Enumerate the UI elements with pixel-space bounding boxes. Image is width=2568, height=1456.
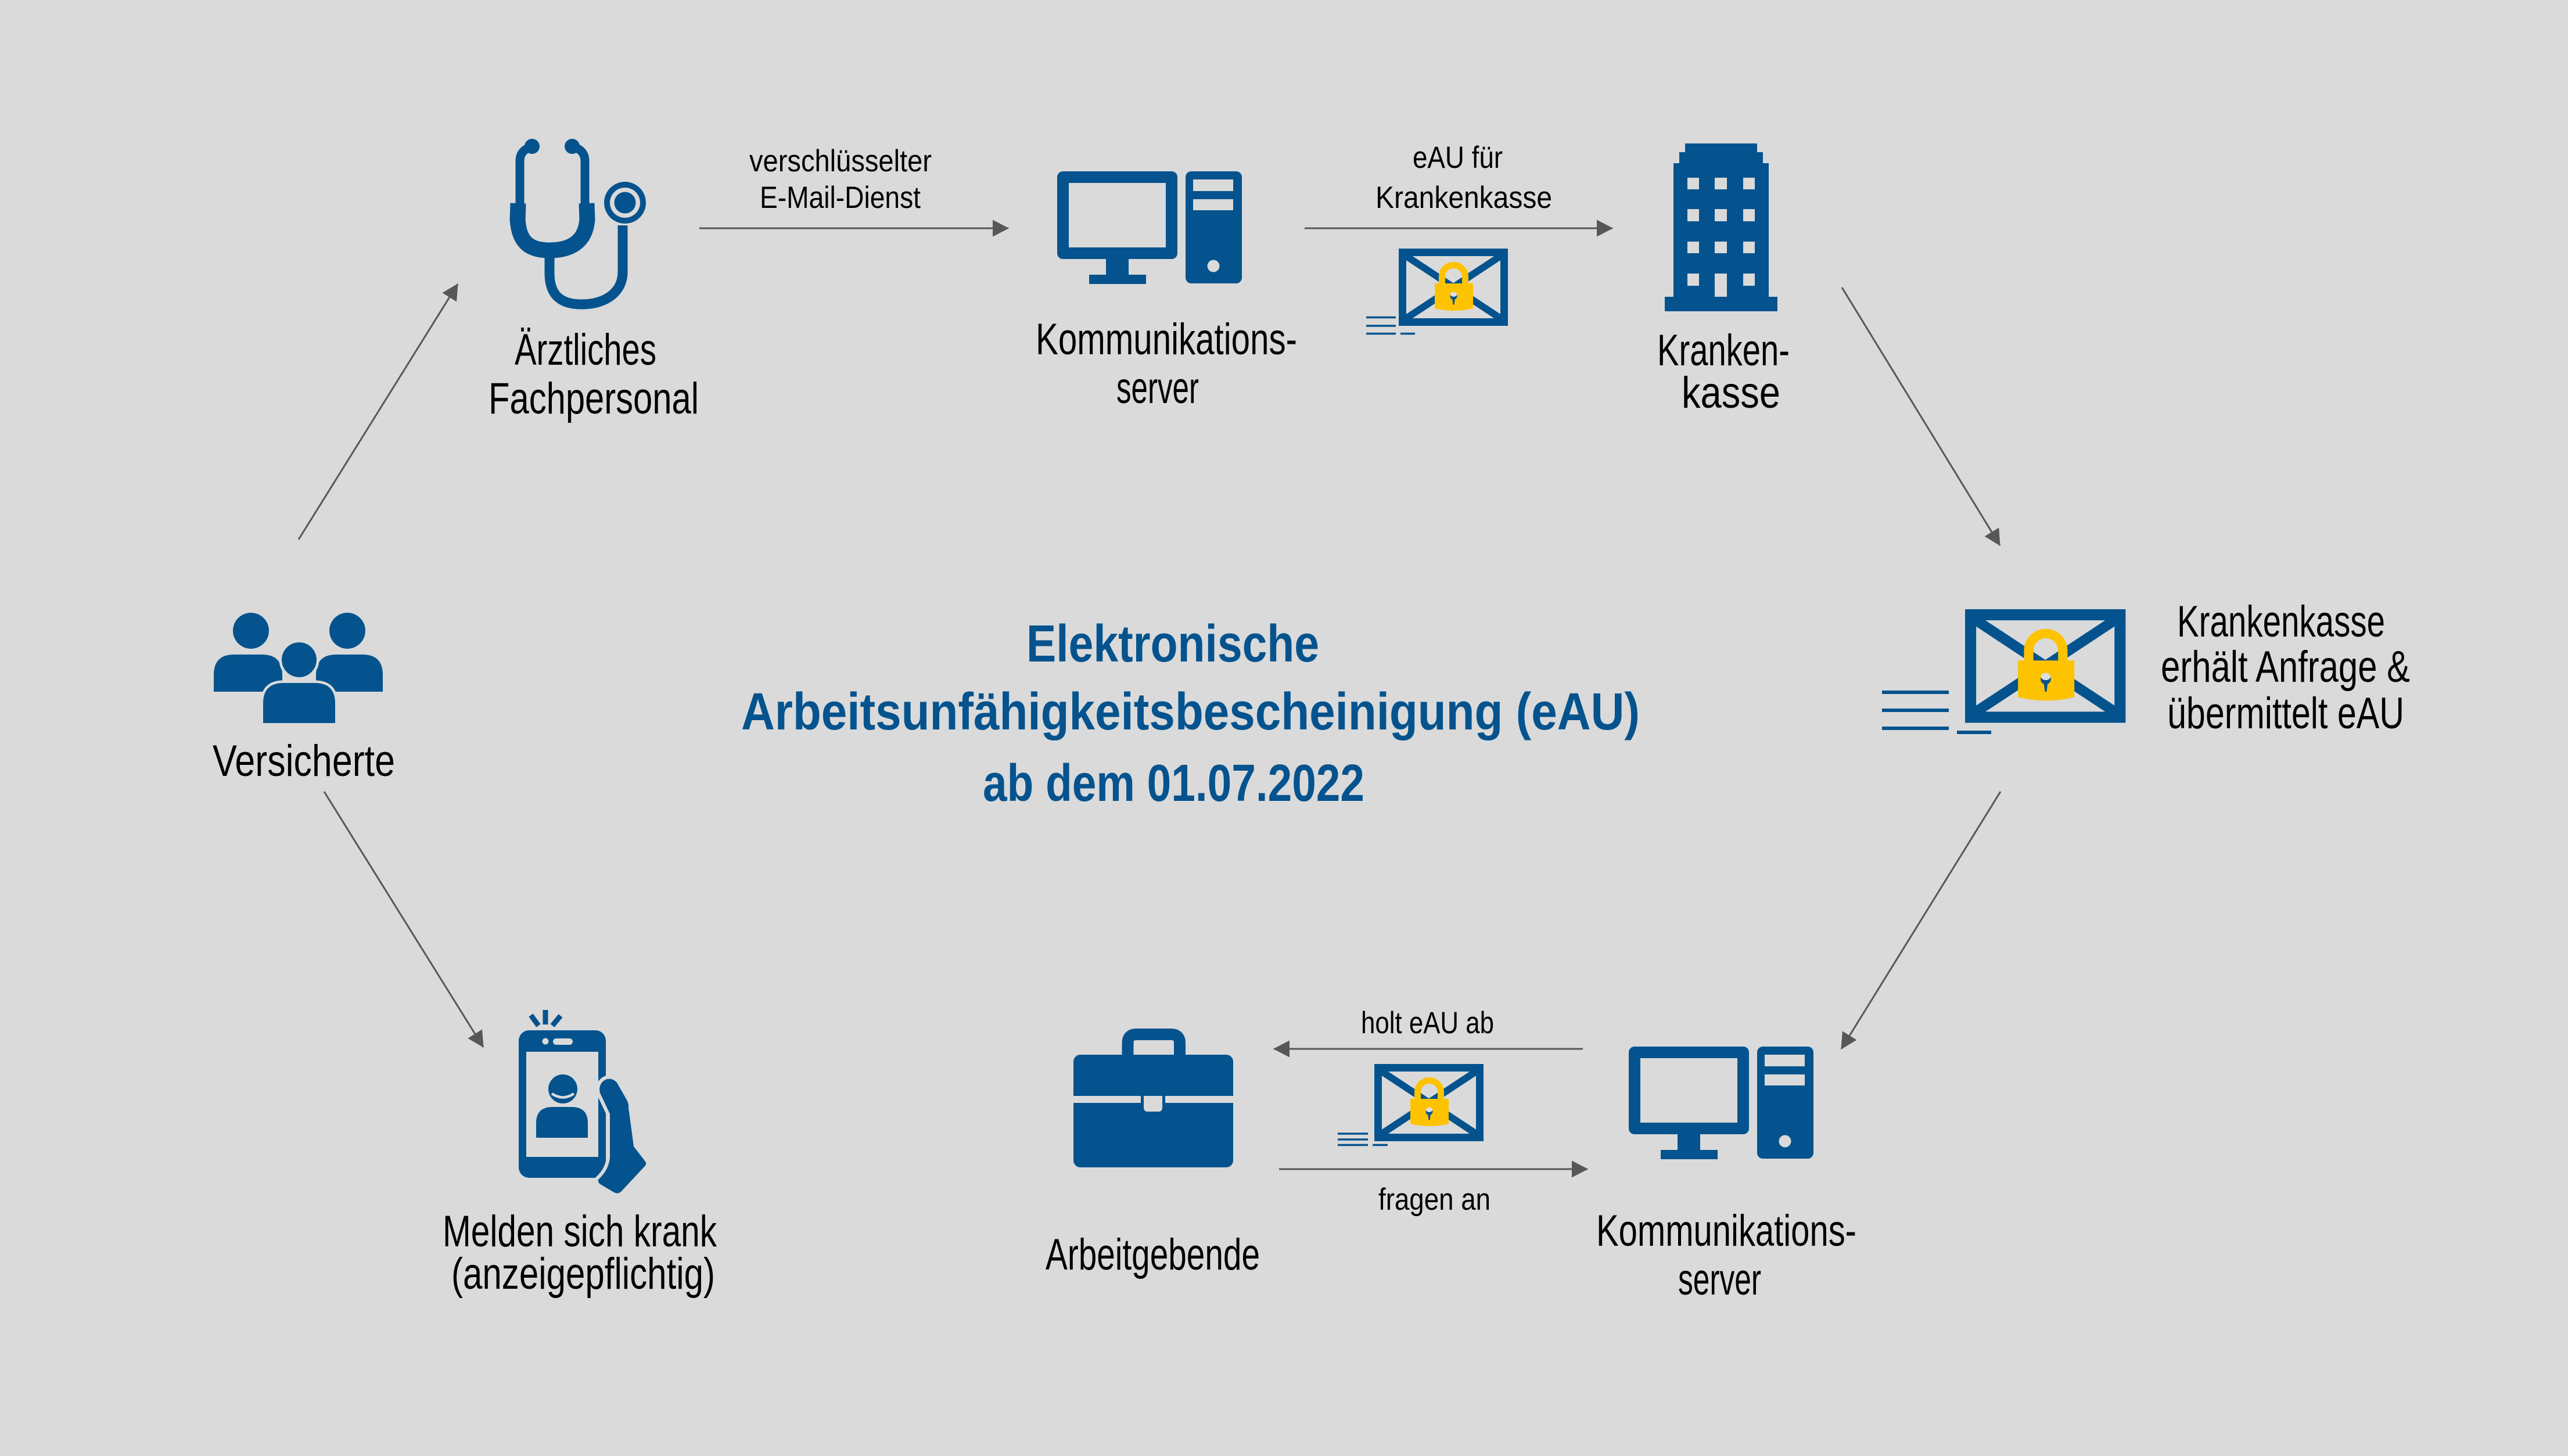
svg-text:erhält Anfrage &: erhält Anfrage & bbox=[2161, 642, 2410, 692]
svg-text:(anzeigepflichtig): (anzeigepflichtig) bbox=[451, 1249, 715, 1299]
svg-text:Versicherte: Versicherte bbox=[213, 736, 395, 786]
svg-text:Melden sich krank: Melden sich krank bbox=[443, 1207, 717, 1256]
svg-text:server: server bbox=[1116, 364, 1199, 413]
svg-text:Ärztliches: Ärztliches bbox=[515, 325, 656, 375]
svg-text:Krankenkasse: Krankenkasse bbox=[2177, 597, 2385, 646]
svg-text:Fachpersonal: Fachpersonal bbox=[489, 374, 699, 423]
svg-text:verschlüsselter: verschlüsselter bbox=[749, 144, 932, 178]
svg-text:eAU für: eAU für bbox=[1413, 141, 1503, 175]
svg-text:Kommunikations-: Kommunikations- bbox=[1596, 1206, 1856, 1256]
svg-text:E-Mail-Dienst: E-Mail-Dienst bbox=[760, 181, 921, 215]
svg-text:server: server bbox=[1678, 1255, 1761, 1304]
svg-text:ab dem 01.07.2022: ab dem 01.07.2022 bbox=[983, 754, 1364, 813]
svg-text:Kommunikations-: Kommunikations- bbox=[1036, 315, 1297, 364]
svg-text:holt eAU ab: holt eAU ab bbox=[1361, 1006, 1494, 1040]
svg-text:fragen an: fragen an bbox=[1378, 1182, 1490, 1217]
svg-text:Arbeitgebende: Arbeitgebende bbox=[1046, 1230, 1260, 1279]
svg-text:Arbeitsunfähigkeitsbescheinigu: Arbeitsunfähigkeitsbescheinigung (eAU) bbox=[741, 683, 1640, 741]
svg-text:Elektronische: Elektronische bbox=[1026, 615, 1319, 673]
svg-text:kasse: kasse bbox=[1682, 368, 1780, 418]
svg-text:Krankenkasse: Krankenkasse bbox=[1375, 181, 1552, 215]
svg-text:Kranken-: Kranken- bbox=[1657, 326, 1790, 375]
svg-text:übermittelt eAU: übermittelt eAU bbox=[2167, 689, 2404, 738]
